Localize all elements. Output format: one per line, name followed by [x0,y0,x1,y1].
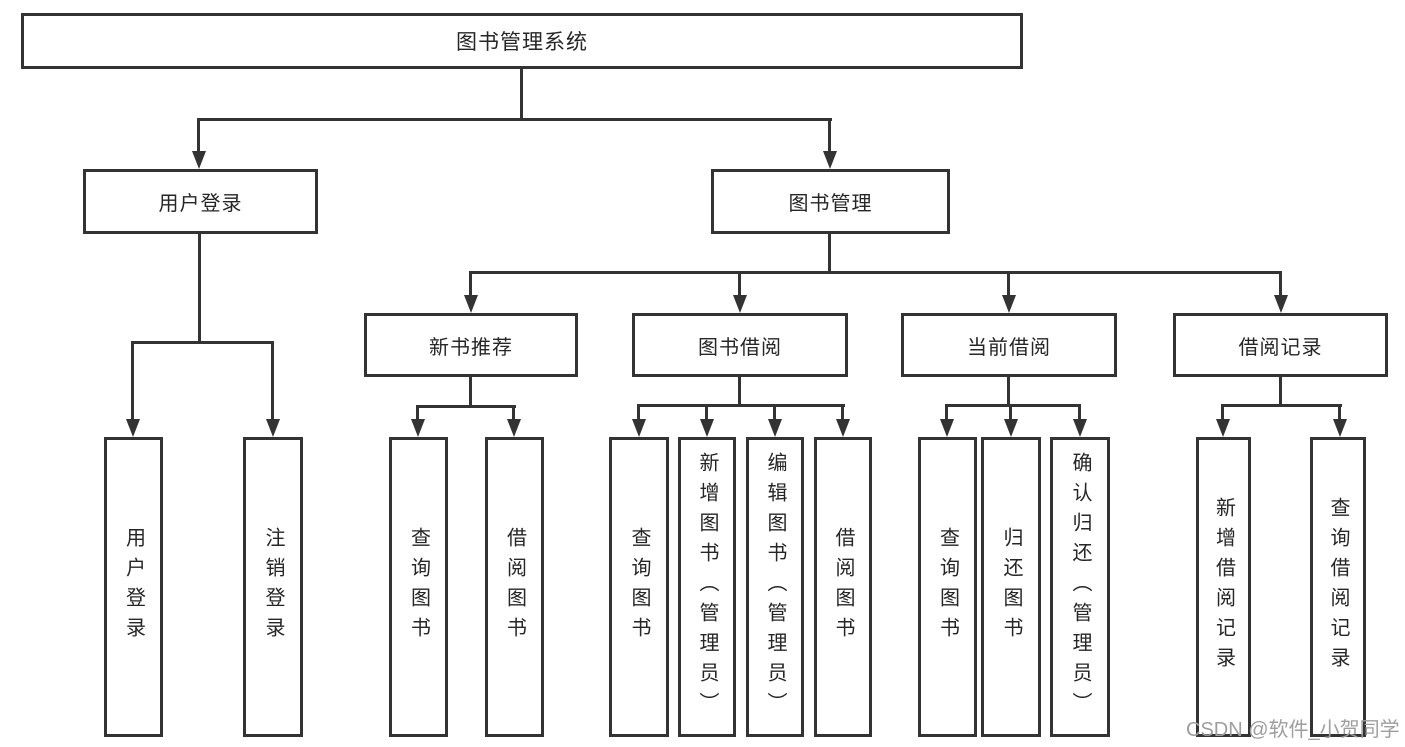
leaf-add-borrow-record: 新增借阅记录 [1196,437,1251,737]
leaf-query-borrow-record: 查询借阅记录 [1310,437,1366,737]
node-book-management-label: 图书管理 [788,193,873,215]
leaf-borrow-book: 借阅图书 [814,437,872,737]
arrow-down-icon [192,151,206,169]
node-new-book-recommend: 新书推荐 [364,313,578,377]
connector-bookmgmt-stem [828,234,831,274]
csdn-watermark: CSDN @软件_小贺同学 [1186,719,1400,741]
node-root: 图书管理系统 [21,13,1023,69]
leaf-query-book-current-label: 查询图书 [936,527,959,647]
connector-borrow-stem3 [773,404,776,420]
leaf-edit-book-admin-label: 编辑图书（管理员） [764,452,786,722]
leaf-query-book-borrow-label: 查询图书 [628,527,650,647]
leaf-add-book-admin-label: 新增图书（管理员） [696,452,718,722]
node-user-login: 用户登录 [83,169,318,234]
leaf-query-book-current: 查询图书 [918,437,977,737]
leaf-query-book-recommend: 查询图书 [389,437,448,737]
node-current-borrow: 当前借阅 [901,313,1117,377]
connector-root-hbar [197,118,832,121]
connector-newbook-stem [469,377,472,408]
arrow-down-icon [733,295,747,313]
leaf-borrow-book-recommend: 借阅图书 [485,437,544,737]
leaf-confirm-return-admin-label: 确认归还（管理员） [1069,452,1091,722]
connector-records-stem1 [1221,404,1224,420]
leaf-user-login: 用户登录 [104,437,163,737]
connector-bookmgmt-stem3 [1007,271,1010,296]
node-root-label: 图书管理系统 [456,31,588,54]
connector-current-stem [1007,377,1010,406]
leaf-query-book-borrow: 查询图书 [609,437,669,737]
connector-root-left-stem [197,118,200,152]
arrow-down-icon [507,419,521,437]
leaf-edit-book-admin: 编辑图书（管理员） [746,437,804,737]
leaf-query-book-recommend-label: 查询图书 [407,527,430,647]
leaf-add-book-admin: 新增图书（管理员） [678,437,736,737]
connector-userlogin-left-stem [131,341,134,420]
connector-root-right-stem [828,118,831,152]
connector-bookmgmt-stem4 [1279,271,1282,296]
node-borrow-records: 借阅记录 [1173,313,1388,377]
node-book-management: 图书管理 [711,169,950,234]
arrow-down-icon [823,151,837,169]
arrow-down-icon [1274,295,1288,313]
node-current-borrow-label: 当前借阅 [967,336,1051,359]
connector-records-stem [1279,377,1282,406]
connector-root-stem [520,69,523,120]
leaf-logout: 注销登录 [243,437,303,737]
node-new-book-recommend-label: 新书推荐 [429,336,513,359]
connector-current-stem2 [1009,404,1012,420]
connector-records-hbar [1221,404,1342,407]
connector-userlogin-right-stem [271,341,274,420]
connector-newbook-hbar [416,405,516,408]
leaf-confirm-return-admin: 确认归还（管理员） [1050,437,1110,737]
leaf-query-borrow-record-label: 查询借阅记录 [1327,497,1349,677]
arrow-down-icon [1333,419,1347,437]
connector-borrow-stem1 [637,404,640,420]
arrow-down-icon [464,295,478,313]
arrow-down-icon [266,419,280,437]
connector-borrow-stem2 [705,404,708,420]
connector-bookmgmt-stem1 [469,271,472,296]
arrow-down-icon [1004,419,1018,437]
arrow-down-icon [1216,419,1230,437]
connector-current-hbar [945,404,1081,407]
connector-borrow-stem4 [841,404,844,420]
leaf-return-book-label: 归还图书 [1000,527,1022,647]
arrow-down-icon [411,419,425,437]
leaf-add-borrow-record-label: 新增借阅记录 [1212,497,1235,677]
connector-borrow-hbar [637,404,845,407]
node-book-borrow-label: 图书借阅 [698,336,782,359]
connector-current-stem1 [945,404,948,420]
arrow-down-icon [126,419,140,437]
arrow-down-icon [1073,419,1087,437]
leaf-borrow-book-label: 借阅图书 [832,527,854,647]
node-user-login-label: 用户登录 [158,193,243,215]
arrow-down-icon [700,419,714,437]
leaf-borrow-book-recommend-label: 借阅图书 [503,527,526,647]
connector-current-stem3 [1078,404,1081,420]
arrow-down-icon [768,419,782,437]
arrow-down-icon [940,419,954,437]
node-book-borrow: 图书借阅 [632,313,848,377]
arrow-down-icon [836,419,850,437]
connector-records-stem2 [1338,404,1341,420]
connector-bookmgmt-stem2 [738,271,741,296]
connector-bookmgmt-hbar [469,271,1282,274]
connector-userlogin-stem [198,234,201,343]
leaf-logout-label: 注销登录 [262,527,284,647]
arrow-down-icon [1002,295,1016,313]
leaf-user-login-label: 用户登录 [122,527,145,647]
leaf-return-book: 归还图书 [981,437,1041,737]
connector-borrow-stem [738,377,741,406]
connector-userlogin-hbar [131,341,274,344]
connector-newbook-stem1 [416,405,419,420]
arrow-down-icon [632,419,646,437]
node-borrow-records-label: 借阅记录 [1238,336,1323,359]
connector-newbook-stem2 [512,405,515,420]
